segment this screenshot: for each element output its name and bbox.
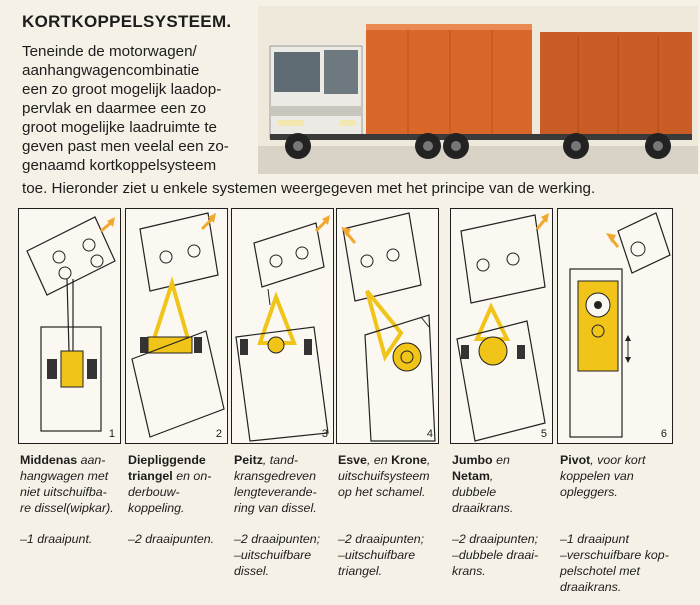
point-line: dissel.	[234, 564, 270, 578]
caption-line: koppeling.	[128, 501, 185, 515]
points-1: –1 draaipunt.	[20, 531, 132, 547]
diagram-panel-2: 2	[125, 208, 228, 444]
caption-4: Esve, en Krone, uitschuifsysteem op het …	[338, 452, 450, 500]
point-line: –verschuifbare kop-	[560, 548, 669, 562]
caption-line: triangel en on-	[128, 469, 212, 483]
caption-line: koppelen van	[560, 469, 634, 483]
page-title: KORTKOPPELSYSTEEM.	[22, 12, 232, 31]
intro-line: geven past men veelal een zo-	[22, 138, 229, 155]
intro-paragraph: Teneinde de motorwagen/ aanhangwagencomb…	[22, 42, 254, 175]
diagram-panel-6: 6	[557, 208, 673, 444]
intro-line: pervlak en daarmee een zo	[22, 100, 207, 117]
point-line: –2 draaipunten;	[234, 532, 321, 546]
point-line: –2 draaipunten.	[128, 532, 215, 546]
caption-1: Middenas aan- hangwagen met niet uitschu…	[20, 452, 132, 516]
truck-trailer-photo	[258, 6, 698, 174]
intro-line: groot mogelijke laadruimte te	[22, 119, 218, 136]
diagram-panel-5: 5	[450, 208, 553, 444]
point-line: pelschotel met	[560, 564, 640, 578]
panel-number: 3	[321, 428, 328, 440]
caption-line: Jumbo en	[452, 453, 510, 467]
caption-line: Peitz, tand-	[234, 453, 299, 467]
caption-line: Pivot, voor kort	[560, 453, 646, 467]
caption-line: kransgedreven	[234, 469, 316, 483]
panel-number: 2	[215, 428, 222, 440]
system-name: Middenas	[20, 453, 78, 467]
caption-line: re dissel(wipkar).	[20, 501, 114, 515]
caption-line: derbouw-	[128, 485, 180, 499]
caption-line: draaikrans.	[452, 501, 514, 515]
point-line: triangel.	[338, 564, 383, 578]
panel-number: 5	[540, 428, 547, 440]
point-line: –2 draaipunten;	[452, 532, 539, 546]
intro-continuation: toe. Hieronder ziet u enkele systemen we…	[22, 180, 596, 197]
caption-line: hangwagen met	[20, 469, 109, 483]
point-line: –uitschuifbare	[338, 548, 416, 562]
caption-line: uitschuifsysteem	[338, 469, 430, 483]
intro-line: aanhangwagencombinatie	[22, 62, 200, 79]
point-line: –uitschuifbare	[234, 548, 312, 562]
caption-line: Netam,	[452, 469, 494, 483]
points-5: –2 draaipunten; –dubbele draai- krans.	[452, 531, 564, 579]
caption-line: lengteverande-	[234, 485, 317, 499]
intro-line: Teneinde de motorwagen/	[22, 43, 197, 60]
points-4: –2 draaipunten; –uitschuifbare triangel.	[338, 531, 450, 579]
diagram-panel-4: 4	[336, 208, 439, 444]
points-6: –1 draaipunt –verschuifbare kop- pelscho…	[560, 531, 690, 595]
points-3: –2 draaipunten; –uitschuifbare dissel.	[234, 531, 346, 579]
caption-line: niet uitschuifba-	[20, 485, 107, 499]
caption-line: op het schamel.	[338, 485, 426, 499]
caption-line: Diepliggende	[128, 453, 206, 467]
caption-2: Diepliggende triangel en on- derbouw- ko…	[128, 452, 240, 516]
caption-5: Jumbo en Netam, dubbele draaikrans.	[452, 452, 564, 516]
point-line: draaikrans.	[560, 580, 622, 594]
diagram-panel-1: 1	[18, 208, 121, 444]
point-line: –1 draaipunt	[560, 532, 629, 546]
caption-3: Peitz, tand- kransgedreven lengteverande…	[234, 452, 346, 516]
intro-line: genaamd kortkoppelsysteem	[22, 157, 217, 174]
panel-number: 1	[108, 428, 115, 440]
point-line: –1 draaipunt.	[20, 532, 93, 546]
caption-line: ring van dissel.	[234, 501, 317, 515]
caption-6: Pivot, voor kort koppelen van opleggers.	[560, 452, 690, 500]
diagram-panel-3: 3	[231, 208, 334, 444]
intro-line: een zo groot mogelijk laadop-	[22, 81, 222, 98]
points-2: –2 draaipunten.	[128, 531, 240, 547]
point-line: –dubbele draai-	[452, 548, 539, 562]
panel-number: 4	[426, 428, 433, 440]
caption-line: Esve, en Krone,	[338, 453, 431, 467]
caption-line: aan-	[80, 453, 106, 467]
panel-number: 6	[660, 428, 667, 440]
caption-line: opleggers.	[560, 485, 618, 499]
point-line: –2 draaipunten;	[338, 532, 425, 546]
point-line: krans.	[452, 564, 486, 578]
caption-line: dubbele	[452, 485, 497, 499]
